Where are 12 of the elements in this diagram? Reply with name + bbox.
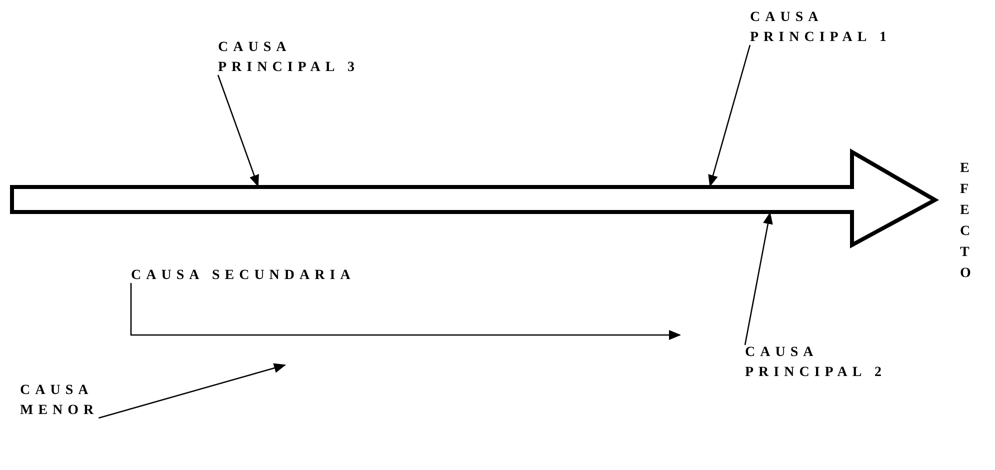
cause-label: CAUSA PRINCIPAL 3: [218, 38, 368, 78]
arrow: [217, 74, 259, 187]
cause-label: CAUSA PRINCIPAL 2: [745, 343, 895, 383]
cause-label: CAUSA PRINCIPAL 1: [750, 8, 900, 48]
arrow: [130, 283, 681, 340]
spine-arrow: [10, 148, 940, 248]
cause-label: CAUSA MENOR: [20, 381, 105, 421]
arrow: [98, 363, 286, 419]
arrow: [744, 212, 773, 346]
cause-label: CAUSA SECUNDARIA: [131, 266, 371, 286]
arrow: [708, 44, 751, 187]
effect-label: EFECTO: [960, 158, 976, 284]
